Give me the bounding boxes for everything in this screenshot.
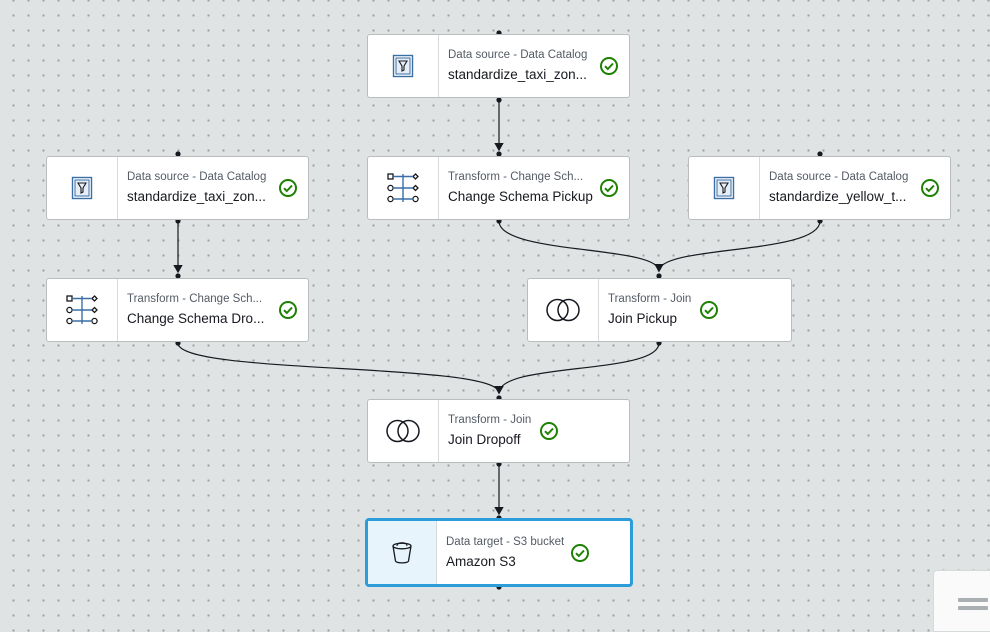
node-type-label: Data source - Data Catalog xyxy=(769,171,909,183)
data-catalog-icon xyxy=(368,35,439,97)
node-standardize-yellow-taxi[interactable]: Data source - Data Catalog standardize_y… xyxy=(688,156,951,220)
node-type-label: Data target - S3 bucket xyxy=(446,535,565,548)
node-type-label: Data source - Data Catalog xyxy=(127,171,267,183)
node-type-label: Transform - Join xyxy=(608,293,692,305)
node-name-label: Amazon S3 xyxy=(446,553,516,569)
change-schema-icon xyxy=(47,279,118,341)
success-check-icon xyxy=(278,279,308,341)
node-name-label: standardize_yellow_t... xyxy=(769,189,907,204)
edge-n6-n7 xyxy=(494,342,660,395)
success-check-icon xyxy=(691,279,729,341)
data-catalog-icon xyxy=(689,157,760,219)
data-catalog-icon xyxy=(47,157,118,219)
edge-n3-n6 xyxy=(498,220,664,273)
node-standardize-taxi-zone-1[interactable]: Data source - Data Catalog standardize_t… xyxy=(367,34,630,98)
join-icon xyxy=(528,279,599,341)
change-schema-icon xyxy=(368,157,439,219)
node-standardize-taxi-zone-2[interactable]: Data source - Data Catalog standardize_t… xyxy=(46,156,309,220)
edge-n5-n7 xyxy=(177,342,504,395)
node-name-label: Join Dropoff xyxy=(448,432,521,447)
success-check-icon xyxy=(920,157,950,219)
node-name-label: standardize_taxi_zon... xyxy=(448,67,587,82)
node-type-label: Transform - Change Sch... xyxy=(127,293,263,305)
node-type-label: Transform - Change Sch... xyxy=(448,171,584,183)
canvas-panel-toggle[interactable] xyxy=(933,570,990,632)
node-name-label: Change Schema Dro... xyxy=(127,311,265,326)
success-check-icon xyxy=(564,521,600,584)
node-name-label: Change Schema Pickup xyxy=(448,189,593,204)
node-name-label: standardize_taxi_zon... xyxy=(127,189,266,204)
drag-handle-icon xyxy=(958,598,988,614)
node-type-label: Transform - Join xyxy=(448,414,532,426)
success-check-icon xyxy=(531,400,569,462)
node-amazon-s3-target[interactable]: Data target - S3 bucket Amazon S3 xyxy=(365,518,633,587)
node-join-dropoff[interactable]: Transform - Join Join Dropoff xyxy=(367,399,630,463)
node-change-schema-dropoff[interactable]: Transform - Change Sch... Change Schema … xyxy=(46,278,309,342)
success-check-icon xyxy=(599,35,629,97)
success-check-icon xyxy=(278,157,308,219)
node-type-label: Data source - Data Catalog xyxy=(448,49,588,61)
join-icon xyxy=(368,400,439,462)
s3-bucket-icon xyxy=(368,521,437,584)
success-check-icon xyxy=(599,157,629,219)
node-name-label: Join Pickup xyxy=(608,311,678,326)
node-change-schema-pickup[interactable]: Transform - Change Sch... Change Schema … xyxy=(367,156,630,220)
edge-n4-n6 xyxy=(654,220,821,273)
node-join-pickup[interactable]: Transform - Join Join Pickup xyxy=(527,278,792,342)
